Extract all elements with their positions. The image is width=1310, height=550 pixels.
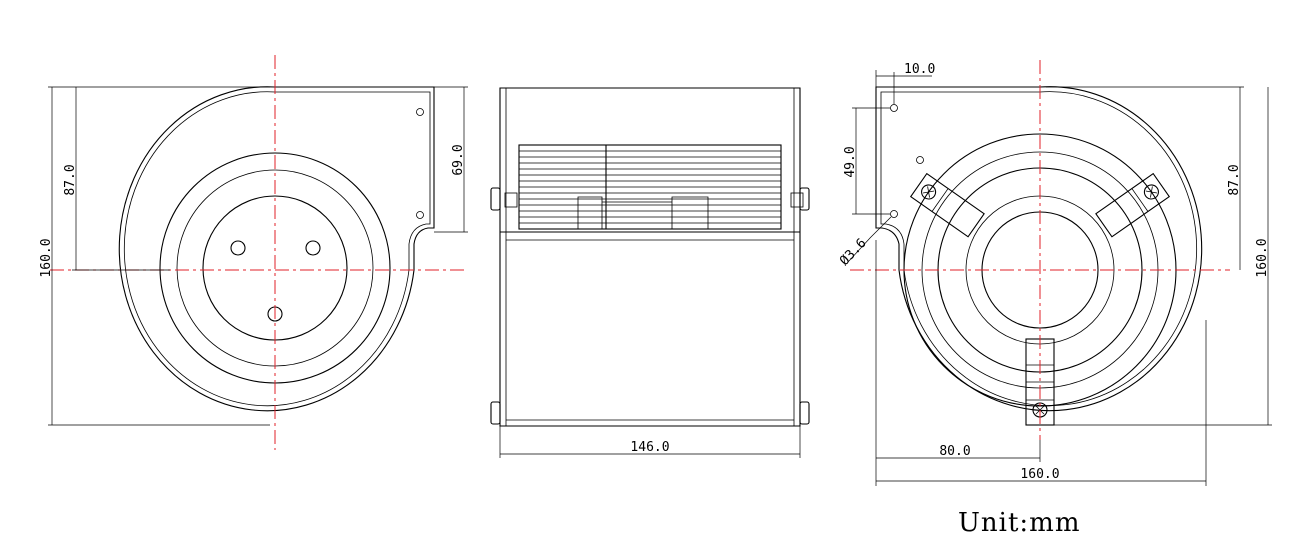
front-view-motor-hole-2 (305, 240, 321, 256)
side-view-width-dimension: 146.0 (630, 440, 669, 455)
rear-view-top-offset-dimension: 10.0 (904, 62, 935, 77)
front-view-inner-dimension: 87.0 (63, 164, 78, 195)
rear-view-hole-diameter-leader (847, 216, 892, 263)
rear-view-bracket-right (1095, 172, 1171, 238)
side-view-boss-left-top (490, 187, 501, 211)
side-view-boss-right-top (799, 187, 810, 211)
side-view-impeller-blades (519, 150, 781, 224)
front-view-housing-inner (123, 91, 431, 407)
front-view-height-dimension: 160.0 (39, 238, 54, 277)
rear-view-bracket-left (909, 172, 985, 238)
side-view-body-outline (499, 87, 801, 427)
side-view-boss-left-bottom (490, 401, 501, 425)
rear-view-inner-dimension: 87.0 (1227, 164, 1242, 195)
front-view-outlet-dimension: 69.0 (451, 144, 466, 175)
rear-view-width-dimension: 160.0 (1020, 467, 1059, 482)
rear-view-hole-diameter-dimension: Ø3.6 (837, 236, 870, 269)
rear-view-housing-inner (880, 91, 1198, 407)
rear-view-housing-outline (875, 86, 1203, 412)
rear-view-hole-top (890, 104, 898, 112)
front-view-motor-hole-1 (230, 240, 246, 256)
rear-view-half-width-dimension: 80.0 (939, 444, 970, 459)
side-view: 146.0 (490, 87, 810, 458)
side-view-boss-right-bottom (799, 401, 810, 425)
rear-view-hole-spacing-dimension: 49.0 (843, 146, 858, 177)
rear-view-hole-bottom (890, 210, 898, 218)
unit-label: Unit:mm (958, 508, 1081, 538)
rear-view-hole-mid (916, 156, 924, 164)
rear-view: 10.0 49.0 Ø3.6 87.0 160.0 80.0 160.0 (837, 60, 1272, 486)
front-view-housing-outline (118, 86, 435, 412)
front-view-mount-hole-bottom (416, 211, 424, 219)
front-view: 160.0 87.0 69.0 (39, 55, 468, 450)
front-view-mount-hole-top (416, 108, 424, 116)
rear-view-height-dimension: 160.0 (1255, 238, 1270, 277)
